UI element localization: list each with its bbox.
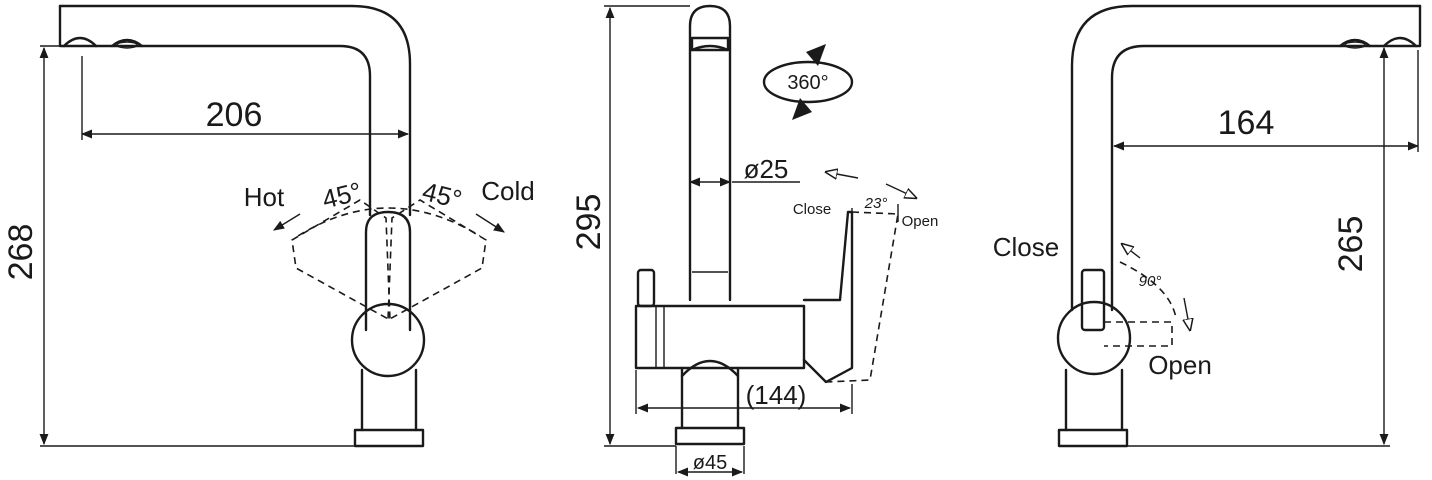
body-length-dimension: (144) (746, 380, 807, 410)
rear-reach-dimension: 164 (1218, 104, 1275, 142)
front-view: 206 268 Hot Cold 45° 45° (2, 4, 535, 448)
front-reach-dimension: 206 (206, 96, 263, 134)
rotation-360-icon (762, 44, 854, 120)
cold-label: Cold (481, 176, 534, 206)
rotation-label: 360° (787, 72, 828, 94)
front-faucet-outline (58, 4, 487, 448)
side-dimensions (604, 5, 916, 477)
front-height-dimension: 268 (2, 224, 40, 281)
base-diameter: ø45 (693, 452, 727, 474)
cold-angle: 45° (419, 176, 464, 215)
rear-close-label: Close (993, 232, 1059, 262)
rear-view: 164 265 Close Open 90° (993, 4, 1422, 448)
side-lever-angle: 23° (864, 195, 888, 212)
side-close-label: Close (793, 201, 831, 218)
rear-dimensions (1112, 45, 1420, 447)
rear-lever-angle: 90° (1139, 273, 1162, 290)
hot-angle: 45° (319, 176, 364, 215)
side-faucet-outline (634, 4, 899, 446)
rear-open-label: Open (1148, 350, 1212, 380)
hot-label: Hot (244, 182, 285, 212)
rear-faucet-outline (1056, 4, 1422, 448)
rear-height-dimension: 265 (1332, 216, 1370, 273)
side-open-label: Open (902, 213, 939, 230)
front-dimensions (39, 45, 505, 447)
side-view: 295 360° ø25 (144) ø45 Close Open 23° (570, 4, 939, 477)
spout-diameter: ø25 (744, 154, 789, 184)
side-height-dimension: 295 (570, 194, 608, 251)
